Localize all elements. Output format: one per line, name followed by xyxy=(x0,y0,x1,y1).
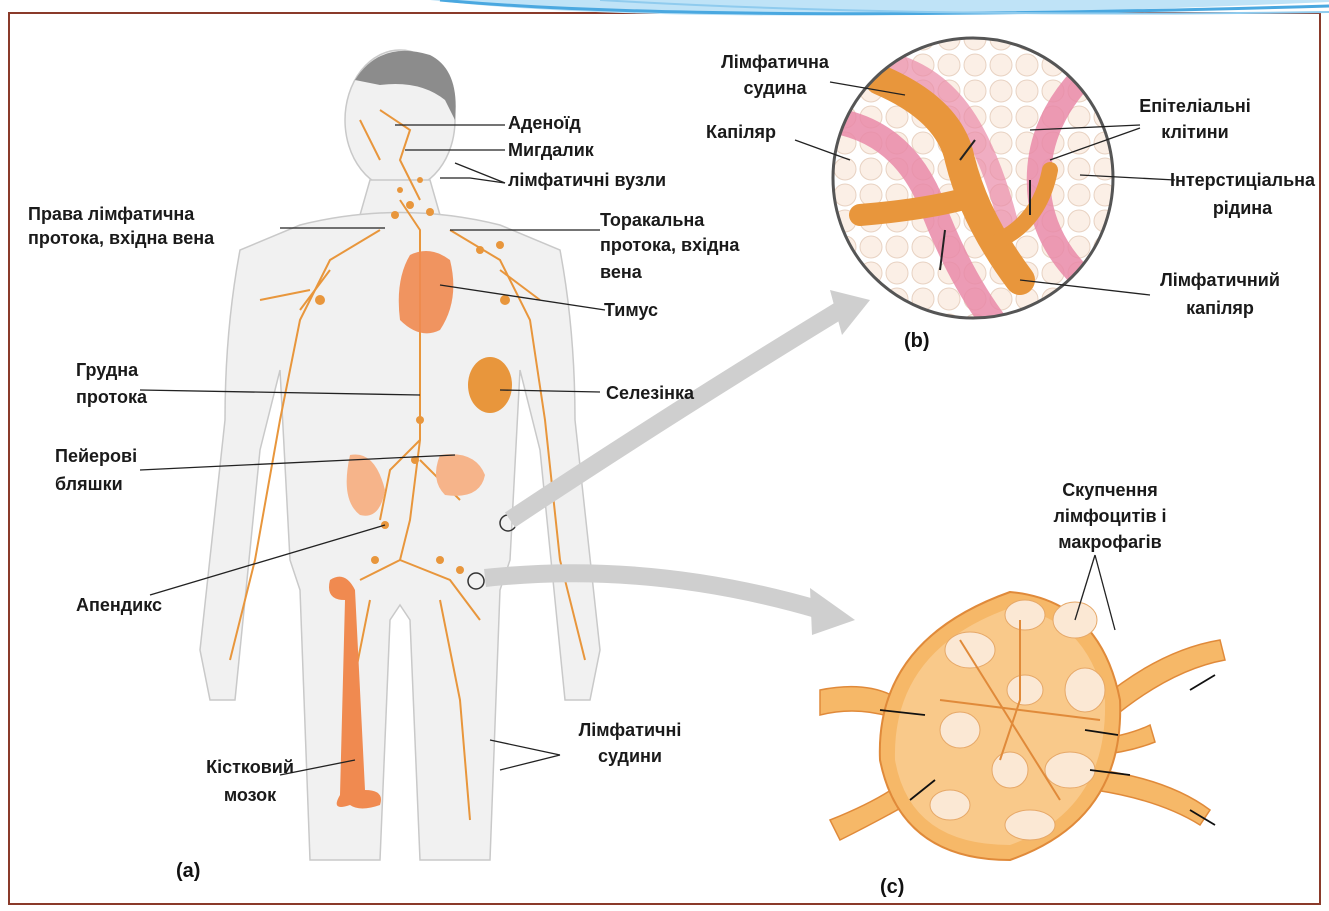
label-chest-duct-line2: протока xyxy=(76,387,147,408)
label-thymus: Тимус xyxy=(604,300,658,321)
panel-label-b: (b) xyxy=(904,330,930,353)
label-b-epithelial-line1: Епітеліальні xyxy=(1120,96,1270,117)
label-thoracic-line2: протока, вхідна xyxy=(600,235,739,256)
label-b-vessel-line2: судина xyxy=(700,78,850,99)
label-thoracic-line3: вена xyxy=(600,262,642,283)
label-bone-marrow-line1: Кістковий xyxy=(190,757,310,778)
label-appendix: Апендикс xyxy=(76,595,162,616)
panel-label-a: (a) xyxy=(176,860,200,883)
label-c-cluster-line3: макрофагів xyxy=(1035,532,1185,553)
label-b-interstitial-line2: рідина xyxy=(1160,198,1325,219)
label-b-lymph-cap-line1: Лімфатичний xyxy=(1140,270,1300,291)
label-right-duct-line2: протока, вхідна вена xyxy=(28,228,214,249)
label-b-vessel-line1: Лімфатична xyxy=(700,52,850,73)
label-tonsil: Мигдалик xyxy=(508,140,594,161)
label-thoracic-line1: Торакальна xyxy=(600,210,704,231)
label-adenoid: Аденоїд xyxy=(508,113,581,134)
label-lymph-vessels-line2: судини xyxy=(560,746,700,767)
label-spleen: Селезінка xyxy=(606,383,694,404)
label-c-cluster-line1: Скупчення xyxy=(1035,480,1185,501)
label-b-lymph-cap-line2: капіляр xyxy=(1140,298,1300,319)
label-lymph-nodes: лімфатичні вузли xyxy=(508,170,666,191)
label-b-interstitial-line1: Інтерстиціальна xyxy=(1160,170,1325,191)
label-b-epithelial-line2: клітини xyxy=(1120,122,1270,143)
label-lymph-vessels-line1: Лімфатичні xyxy=(560,720,700,741)
label-c-cluster-line2: лімфоцитів і xyxy=(1035,506,1185,527)
label-b-capillary: Капіляр xyxy=(706,122,776,143)
label-chest-duct-line1: Грудна xyxy=(76,360,138,381)
label-bone-marrow-line2: мозок xyxy=(190,785,310,806)
label-peyer-line2: бляшки xyxy=(55,474,123,495)
panel-label-c: (c) xyxy=(880,876,904,899)
label-peyer-line1: Пейерові xyxy=(55,446,137,467)
label-right-duct-line1: Права лімфатична xyxy=(28,204,194,225)
